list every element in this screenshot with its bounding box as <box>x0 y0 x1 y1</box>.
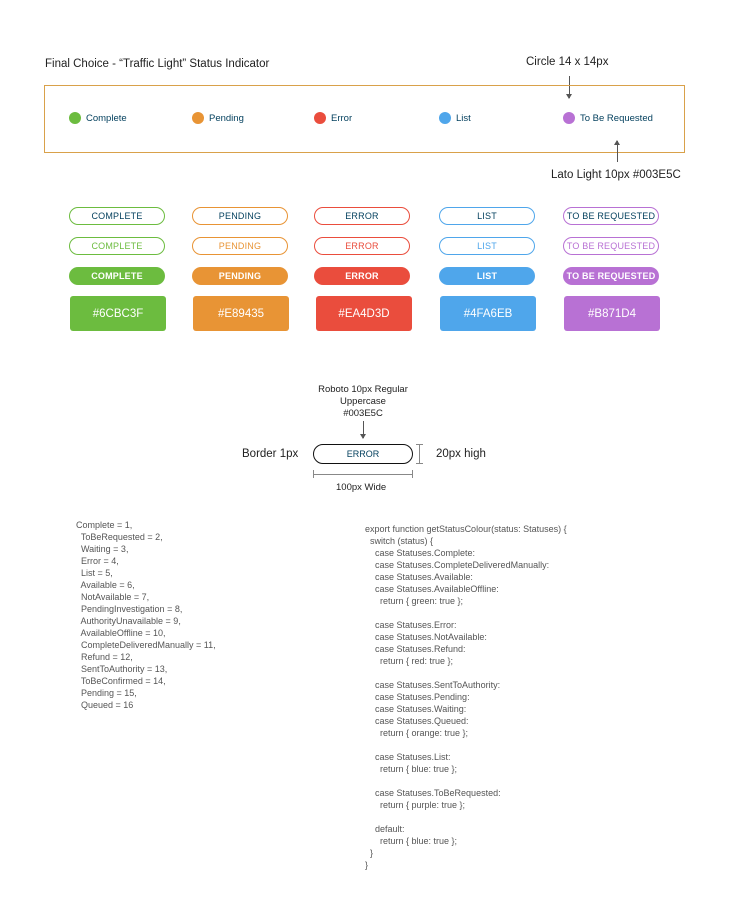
legend-label: To Be Requested <box>580 112 653 124</box>
status-enum-code: Complete = 1, ToBeRequested = 2, Waiting… <box>76 520 216 710</box>
legend-item-list: List <box>439 112 471 124</box>
height-note: 20px high <box>436 448 486 460</box>
pill-font-arrow <box>360 421 366 439</box>
width-dimension-cap <box>412 470 413 478</box>
swatch-complete: #6CBC3F <box>70 296 166 331</box>
status-dot-icon <box>314 112 326 124</box>
circle-size-note: Circle 14 x 14px <box>526 56 609 68</box>
pill-outline-complete: COMPLETE <box>69 207 165 225</box>
swatch-list: #4FA6EB <box>440 296 536 331</box>
pill-filled-error: ERROR <box>314 267 410 285</box>
pill-colored-list: LIST <box>439 237 535 255</box>
width-dimension-cap <box>313 470 314 478</box>
legend-frame <box>44 85 685 153</box>
status-dot-icon <box>192 112 204 124</box>
status-dot-icon <box>563 112 575 124</box>
font-spec-note: Lato Light 10px #003E5C <box>551 169 681 181</box>
legend-label: Complete <box>86 112 127 124</box>
legend-item-pending: Pending <box>192 112 244 124</box>
font-spec-arrow <box>614 140 620 162</box>
pill-outline-to-be-requested: TO BE REQUESTED <box>563 207 659 225</box>
legend-label: Pending <box>209 112 244 124</box>
legend-label: Error <box>331 112 353 124</box>
legend-label: List <box>456 112 471 124</box>
pill-colored-pending: PENDING <box>192 237 288 255</box>
pill-colored-to-be-requested: TO BE REQUESTED <box>563 237 659 255</box>
pill-font-line: Roboto 10px Regular <box>318 384 408 395</box>
pill-colored-complete: COMPLETE <box>69 237 165 255</box>
swatch-pending: #E89435 <box>193 296 289 331</box>
legend-item-complete: Complete <box>69 112 127 124</box>
status-dot-icon <box>69 112 81 124</box>
pill-filled-complete: COMPLETE <box>69 267 165 285</box>
circle-arrow <box>566 76 572 99</box>
swatch-to-be-requested: #B871D4 <box>564 296 660 331</box>
border-note: Border 1px <box>242 448 299 460</box>
height-dimension-cap <box>416 463 423 464</box>
status-colour-function-code: export function getStatusColour(status: … <box>365 524 567 870</box>
pill-font-line: Uppercase <box>340 396 386 407</box>
pill-filled-to-be-requested: TO BE REQUESTED <box>563 267 659 285</box>
pill-colored-error: ERROR <box>314 237 410 255</box>
legend-item-to-be-requested: To Be Requested <box>563 112 653 124</box>
swatch-error: #EA4D3D <box>316 296 412 331</box>
height-dimension-line <box>419 444 420 464</box>
pill-font-note: Roboto 10px Regular Uppercase #003E5C <box>303 384 423 420</box>
status-dot-icon <box>439 112 451 124</box>
pill-filled-list: LIST <box>439 267 535 285</box>
width-note: 100px Wide <box>336 482 387 493</box>
width-dimension-line <box>313 474 413 475</box>
page-title: Final Choice - “Traffic Light” Status In… <box>45 58 270 70</box>
height-dimension-cap <box>416 444 423 445</box>
pill-outline-error: ERROR <box>314 207 410 225</box>
spec-pill-error: ERROR <box>313 444 413 464</box>
pill-outline-pending: PENDING <box>192 207 288 225</box>
pill-font-line: #003E5C <box>343 408 383 419</box>
pill-outline-list: LIST <box>439 207 535 225</box>
pill-filled-pending: PENDING <box>192 267 288 285</box>
legend-item-error: Error <box>314 112 352 124</box>
